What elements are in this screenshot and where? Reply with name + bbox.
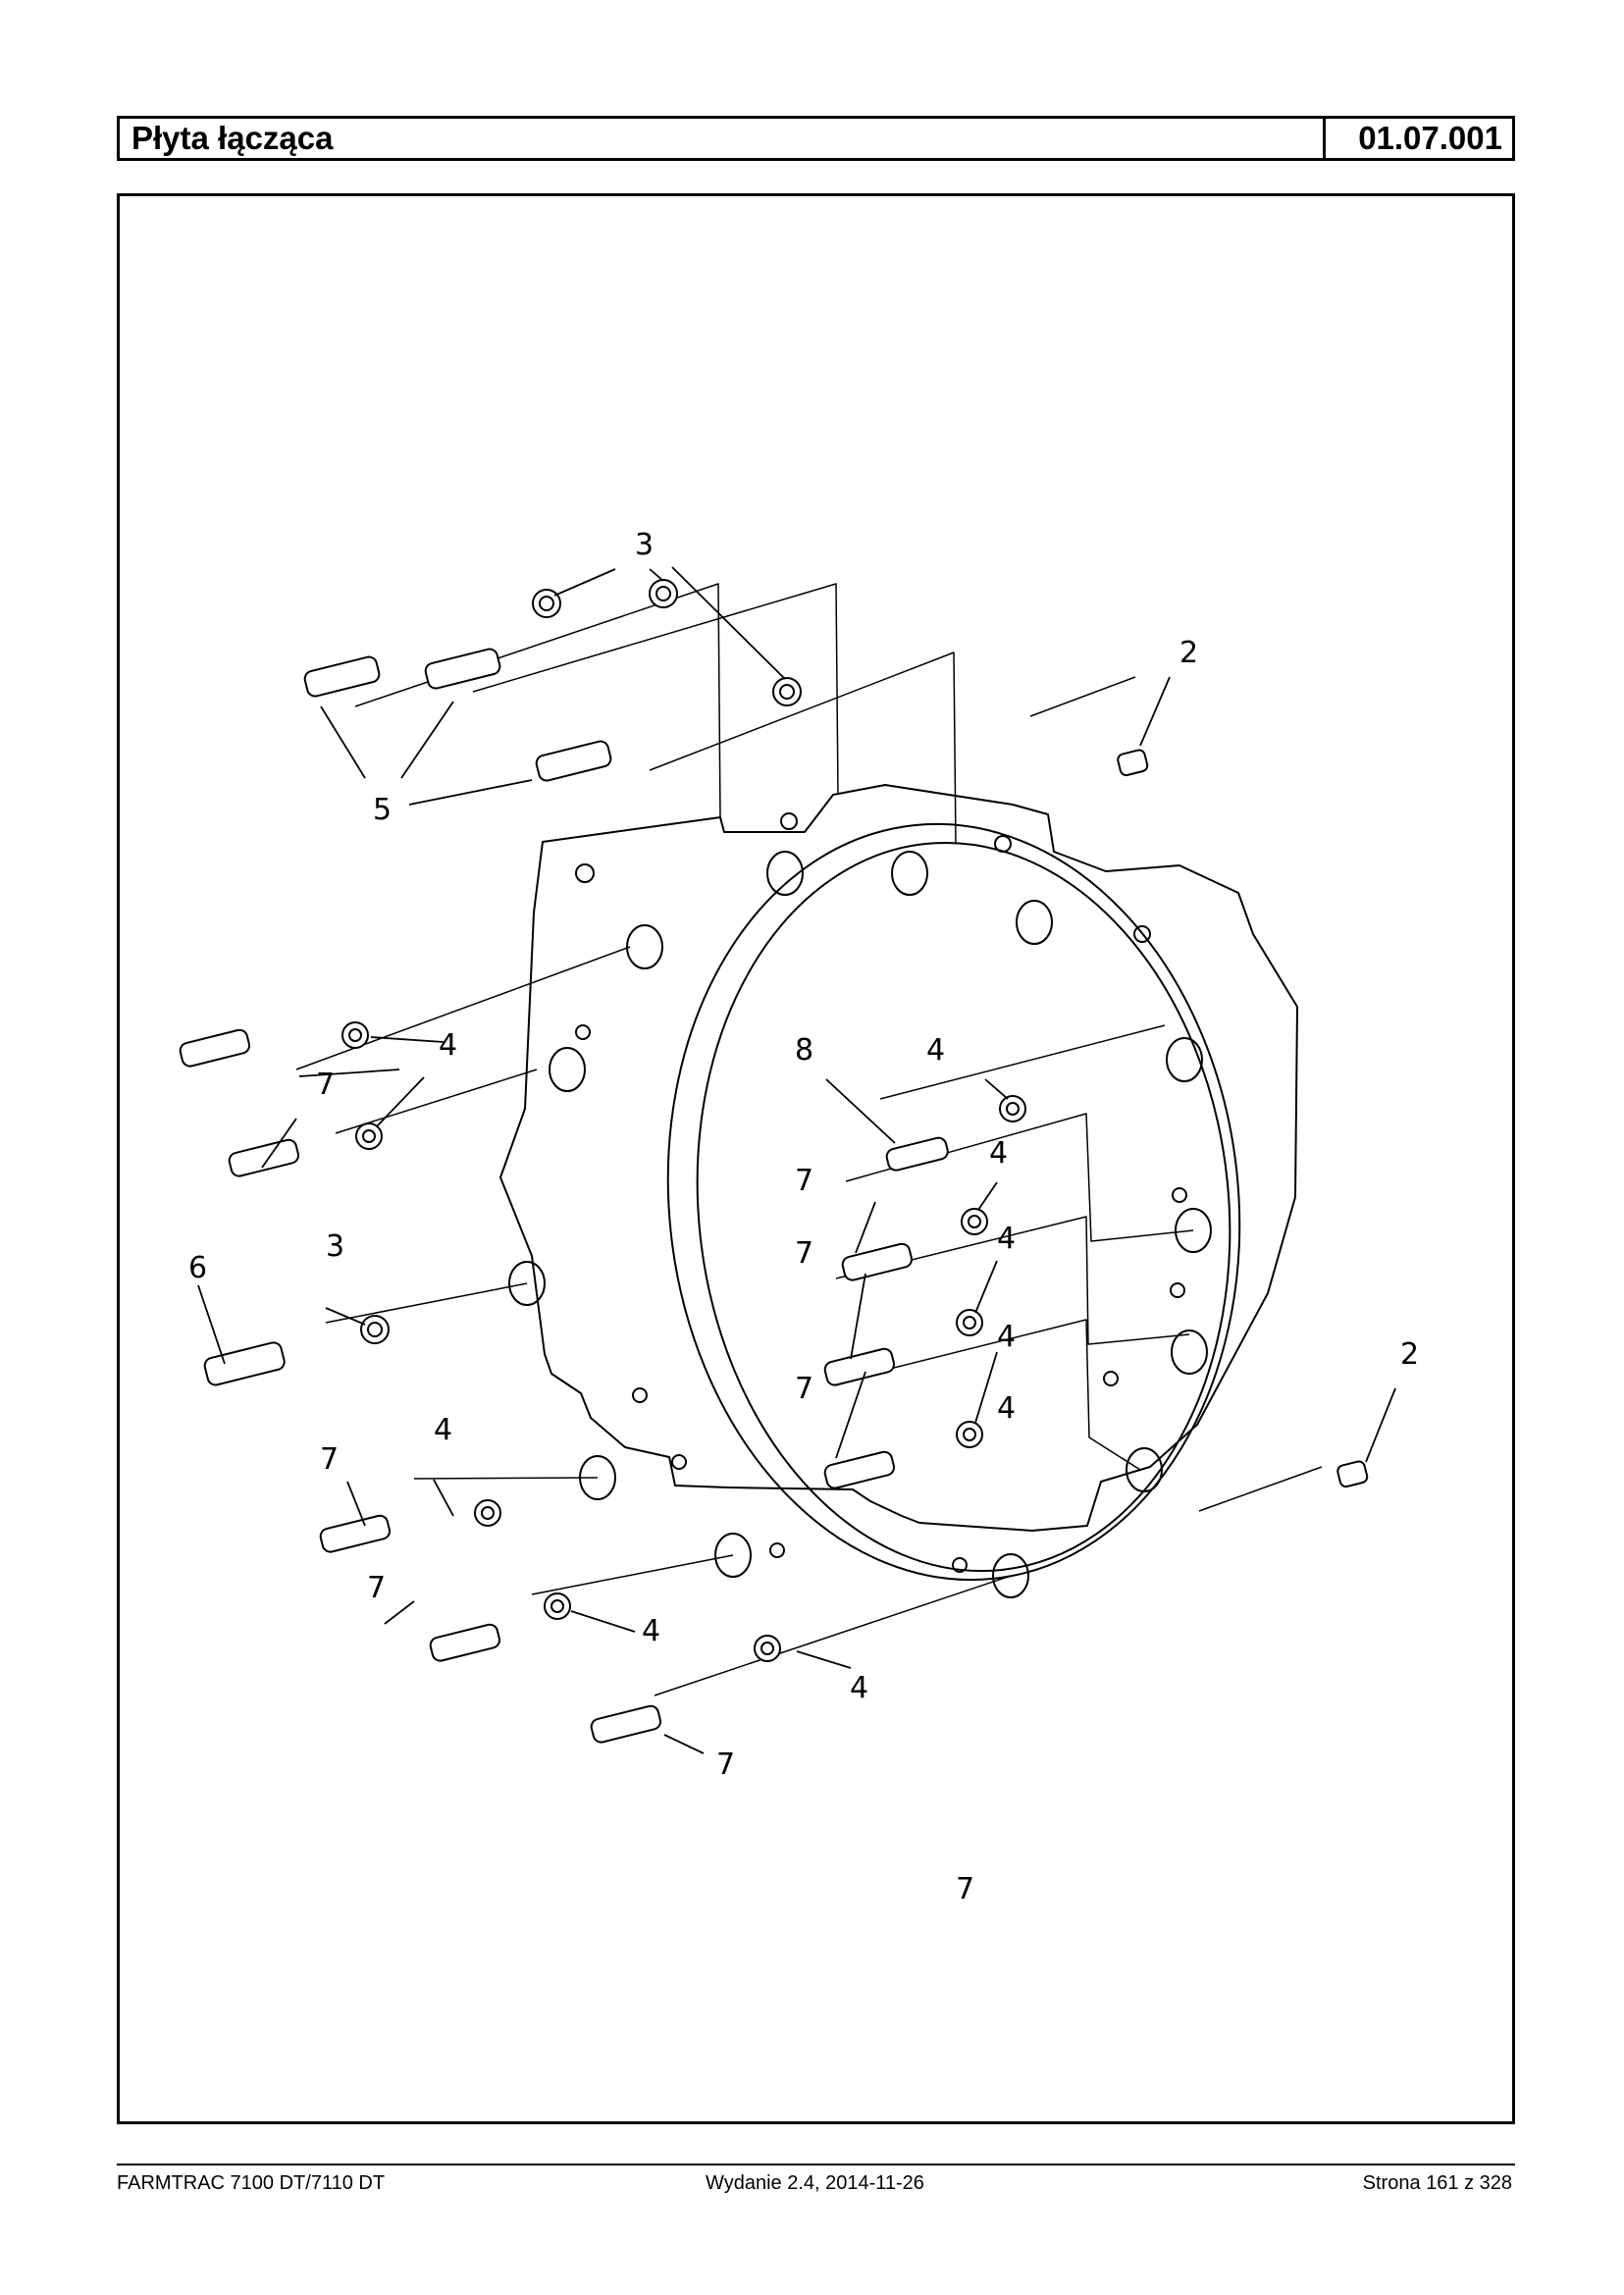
section-code: 01.07.001 [1323, 119, 1512, 158]
page-title: Płyta łącząca [131, 120, 334, 156]
exploded-parts-diagram: 3 2 5 4 7 8 4 7 4 7 4 4 6 3 7 4 7 4 2 7 … [179, 528, 1419, 1906]
callout-label: 7 [795, 1164, 813, 1198]
callout-label: 8 [795, 1033, 813, 1068]
callout-label: 3 [635, 528, 654, 562]
adapter-plate-outline [499, 784, 1298, 1532]
bolt [823, 1347, 896, 1386]
callout-label: 7 [320, 1442, 339, 1477]
plate-hole [992, 1553, 1029, 1598]
bolt [885, 1136, 949, 1172]
footer-edition: Wydanie 2.4, 2014-11-26 [706, 2172, 924, 2194]
callout-label: 5 [373, 793, 392, 827]
callout-label: 7 [795, 1372, 813, 1406]
dowel-pin [1117, 749, 1149, 777]
dowel-pin [1336, 1460, 1369, 1488]
callout-label: 2 [1400, 1337, 1419, 1372]
callout-label: 4 [989, 1136, 1008, 1171]
callout-label: 4 [997, 1222, 1016, 1256]
page-header: Płyta łącząca 01.07.001 [117, 116, 1515, 161]
plate-hole [549, 1047, 586, 1092]
callout-label: 4 [997, 1320, 1016, 1354]
footer-page-number: Strona 161 z 328 [1362, 2172, 1512, 2194]
plate-hole [1171, 1330, 1208, 1375]
callout-label: 6 [188, 1251, 207, 1285]
bolt [841, 1242, 914, 1281]
bolt [303, 655, 381, 698]
callout-label: 4 [926, 1033, 945, 1068]
bolt [228, 1138, 300, 1177]
drawing-frame: 3 2 5 4 7 8 4 7 4 7 4 4 6 3 7 4 7 4 2 7 … [117, 193, 1515, 2124]
callout-label: 4 [439, 1028, 457, 1063]
callout-label: 7 [367, 1571, 386, 1605]
callout-label: 4 [997, 1391, 1016, 1426]
callout-label: 7 [316, 1068, 335, 1102]
callout-label: 7 [956, 1872, 974, 1906]
plate-hole [1016, 900, 1053, 945]
footer-divider [117, 2164, 1515, 2165]
bolt [429, 1623, 501, 1662]
callout-label: 4 [642, 1614, 660, 1648]
plate-hole [626, 924, 663, 969]
bolt [179, 1028, 251, 1068]
callout-label: 3 [326, 1229, 344, 1264]
callout-label: 4 [850, 1671, 868, 1705]
callout-label: 7 [795, 1236, 813, 1271]
plate-hole [891, 851, 928, 896]
bolt [424, 648, 501, 690]
plate-hole [714, 1533, 752, 1578]
plate-hole [766, 851, 804, 896]
callout-label: 4 [434, 1413, 452, 1447]
bolt [319, 1514, 392, 1553]
bolt [535, 740, 612, 782]
bolt [203, 1341, 286, 1386]
callout-label: 7 [716, 1747, 735, 1782]
plate-bore-inner [696, 841, 1231, 1573]
footer-model: FARMTRAC 7100 DT/7110 DT [117, 2172, 386, 2194]
bolt [590, 1704, 662, 1744]
plate-hole [508, 1261, 546, 1306]
callout-label: 2 [1179, 636, 1198, 670]
plate-hole [1166, 1037, 1203, 1082]
bolt [823, 1450, 896, 1489]
plate-hole [1175, 1208, 1212, 1253]
plate-hole [1126, 1447, 1163, 1492]
